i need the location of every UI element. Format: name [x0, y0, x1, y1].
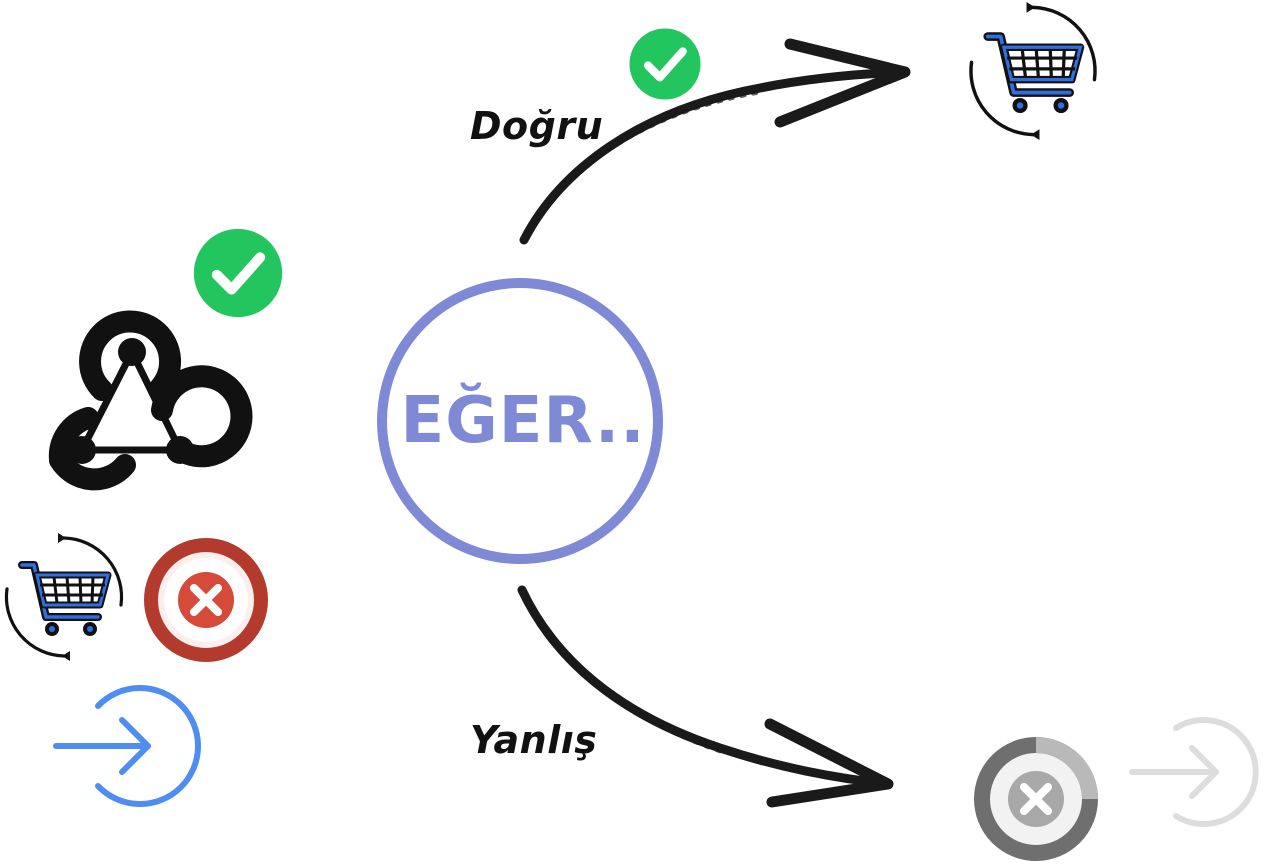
branch-arrows: [517, 38, 911, 808]
error-x-icon: [144, 538, 268, 662]
cart-refresh-icon: [969, 2, 1097, 140]
cart-refresh-icon: [4, 533, 124, 661]
true-branch-label: Doğru: [470, 104, 604, 148]
check-circle-icon: [629, 28, 701, 100]
check-circle-icon: [193, 228, 283, 318]
error-x-icon: [974, 737, 1098, 861]
shopping-cart-icon: [18, 561, 112, 636]
webhook-icon: [48, 310, 253, 491]
condition-node-ring: [377, 278, 663, 564]
enter-arrow-icon: [53, 685, 201, 807]
shopping-cart-icon: [983, 32, 1085, 114]
enter-arrow-icon: [1129, 717, 1259, 827]
false-branch-label: Yanlış: [470, 718, 598, 762]
true-branch-arrow: [519, 38, 911, 245]
condition-label: EĞER..: [400, 384, 646, 458]
false-branch-arrow: [517, 585, 894, 808]
